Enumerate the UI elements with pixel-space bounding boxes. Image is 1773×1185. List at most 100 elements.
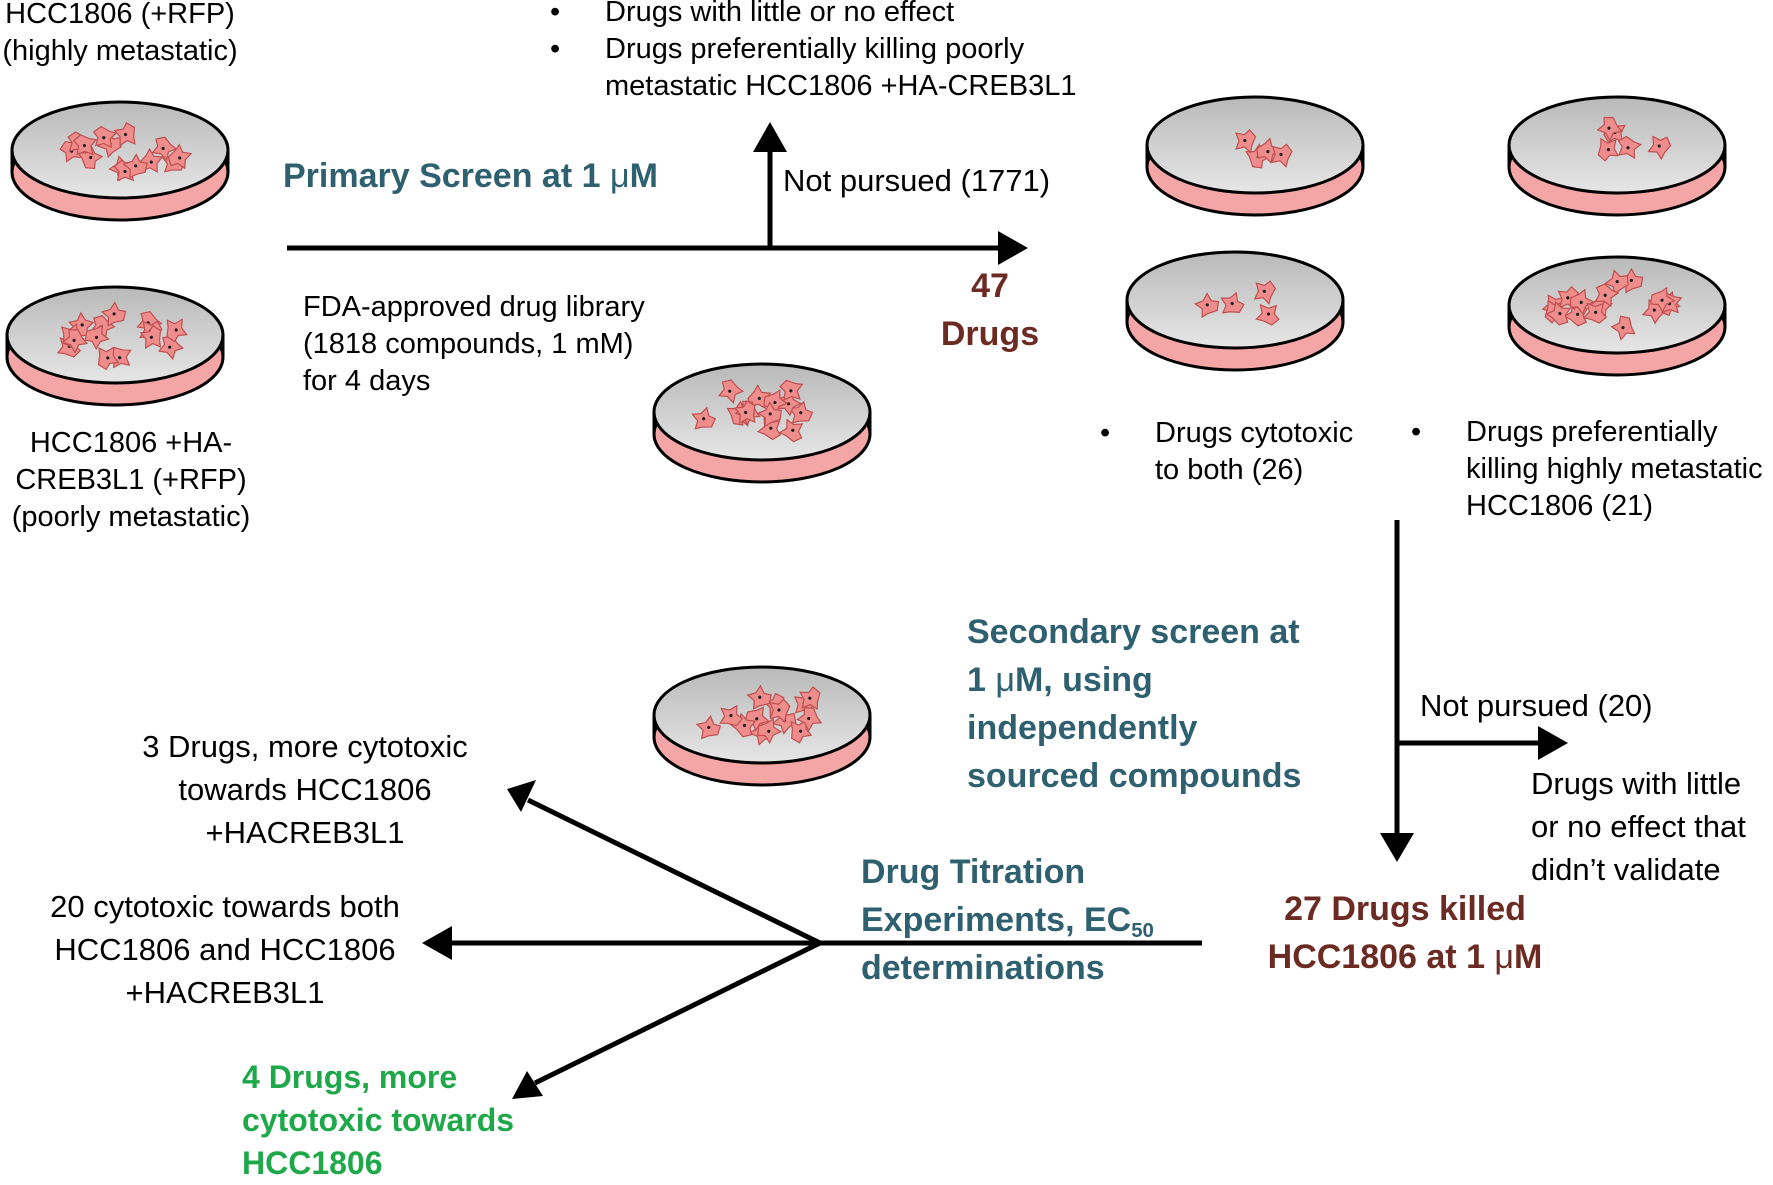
not-pursued-up-arrowhead (753, 122, 787, 152)
primary-screen-title: Primary Screen at 1 μM (283, 157, 658, 195)
cell-body (778, 418, 804, 443)
cell (151, 136, 178, 162)
cell-nucleus (807, 716, 811, 721)
cell (1270, 143, 1293, 168)
cell-body (1594, 283, 1620, 308)
flow-arrows (287, 122, 1568, 1099)
cell-nucleus (1266, 150, 1270, 154)
cell (1597, 137, 1620, 162)
cell (1220, 291, 1245, 314)
cell (757, 717, 783, 744)
cell-nucleus (123, 169, 127, 174)
cell (122, 153, 148, 179)
cell (778, 418, 804, 443)
no-effect-label: Drugs with little or no effect that didn… (1531, 766, 1746, 887)
cell-nucleus (149, 335, 153, 339)
cell-nucleus (123, 132, 128, 137)
cell-nucleus (82, 144, 87, 148)
drugs-killed-label: 27 Drugs killed HCC1806 at 1 μM (1267, 890, 1543, 976)
drugs-47-label: 47 Drugs (940, 267, 1040, 353)
cell-nucleus (1626, 146, 1630, 150)
cell-nucleus (1660, 298, 1664, 302)
drug-library-description: FDA-approved drug library (1818 compound… (303, 291, 645, 397)
cell (1596, 116, 1623, 142)
cell (1650, 286, 1676, 313)
cell (1617, 135, 1642, 160)
dish-top (1507, 95, 1727, 195)
cell (61, 328, 89, 354)
cell-nucleus (161, 146, 165, 150)
dish-poorly-metastatic (5, 285, 225, 407)
cell-nucleus (1629, 278, 1634, 282)
cell (756, 401, 782, 428)
cell-line-poorly-metastatic-label: HCC1806 +HA- CREB3L1 (+RFP) (poorly meta… (11, 427, 251, 533)
cell-nucleus (1262, 289, 1266, 293)
cell-nucleus (102, 136, 106, 140)
cell (100, 301, 127, 327)
cell-nucleus (808, 696, 812, 700)
cell (1594, 283, 1620, 308)
cell-nucleus (777, 708, 781, 712)
cell-nucleus (89, 155, 93, 160)
result-4-arrow (533, 940, 822, 1086)
cell (84, 324, 110, 351)
cell (1545, 300, 1572, 326)
dish-highly-metastatic (10, 100, 230, 222)
cell (730, 712, 757, 738)
cell (1582, 302, 1608, 324)
result-3-arrowhead (507, 780, 536, 812)
cell (72, 134, 98, 156)
cell-nucleus (791, 428, 795, 432)
dish-result-top-right (1507, 95, 1727, 217)
secondary-screen-title: Secondary screen at 1 μM, using independ… (967, 613, 1302, 795)
drug-titration-title: Drug Titration Experiments, EC50 determi… (861, 853, 1154, 987)
cell-nucleus (799, 411, 803, 415)
cell-nucleus (789, 389, 793, 393)
dish-result-top-left (1145, 95, 1365, 217)
cell-nucleus (757, 396, 761, 400)
dish-top (1145, 95, 1365, 195)
cell-nucleus (1652, 308, 1656, 312)
cell-nucleus (80, 323, 84, 327)
cell-nucleus (168, 345, 172, 349)
cell-nucleus (106, 356, 110, 360)
petri-dishes (5, 95, 1727, 787)
cell-nucleus (112, 312, 116, 316)
not-pursued-20-label: Not pursued (20) (1420, 688, 1653, 723)
cell (691, 406, 717, 430)
result-3-arrow (526, 797, 822, 946)
cell-nucleus (1230, 301, 1234, 306)
cell-nucleus (769, 426, 773, 430)
dish-secondary (652, 665, 872, 787)
cell-nucleus (729, 713, 733, 718)
cell-nucleus (1558, 311, 1562, 316)
cell (695, 714, 722, 740)
cell-nucleus (1575, 312, 1580, 316)
not-pursued-1771-label: Not pursued (1771) (783, 163, 1051, 198)
cell-nucleus (94, 335, 99, 339)
result-3-drugs-label: 3 Drugs, more cytotoxic towards HCC1806 … (142, 729, 468, 850)
cell-nucleus (728, 389, 732, 393)
bullet-preferentially-poorly: Drugs preferentially killing poorlymetas… (550, 31, 1076, 105)
cell (799, 686, 821, 711)
cell-nucleus (1579, 300, 1583, 304)
cell-nucleus (767, 729, 771, 733)
cell (139, 324, 162, 350)
cell-nucleus (1594, 310, 1598, 314)
cell-nucleus (1606, 148, 1611, 152)
cell-nucleus (134, 164, 138, 168)
cell (719, 704, 744, 727)
cell-line-highly-metastatic-label: HCC1806 (+RFP) (highly metastatic) (2, 0, 238, 67)
cell (157, 335, 185, 361)
cell-nucleus (1243, 138, 1247, 143)
cell-nucleus (178, 156, 182, 160)
cell (1255, 303, 1280, 326)
cell-nucleus (773, 400, 777, 405)
cell (1253, 280, 1277, 305)
cell-nucleus (149, 160, 153, 164)
cell-nucleus (798, 729, 803, 733)
cell (1193, 292, 1220, 319)
dish-top (5, 285, 225, 385)
